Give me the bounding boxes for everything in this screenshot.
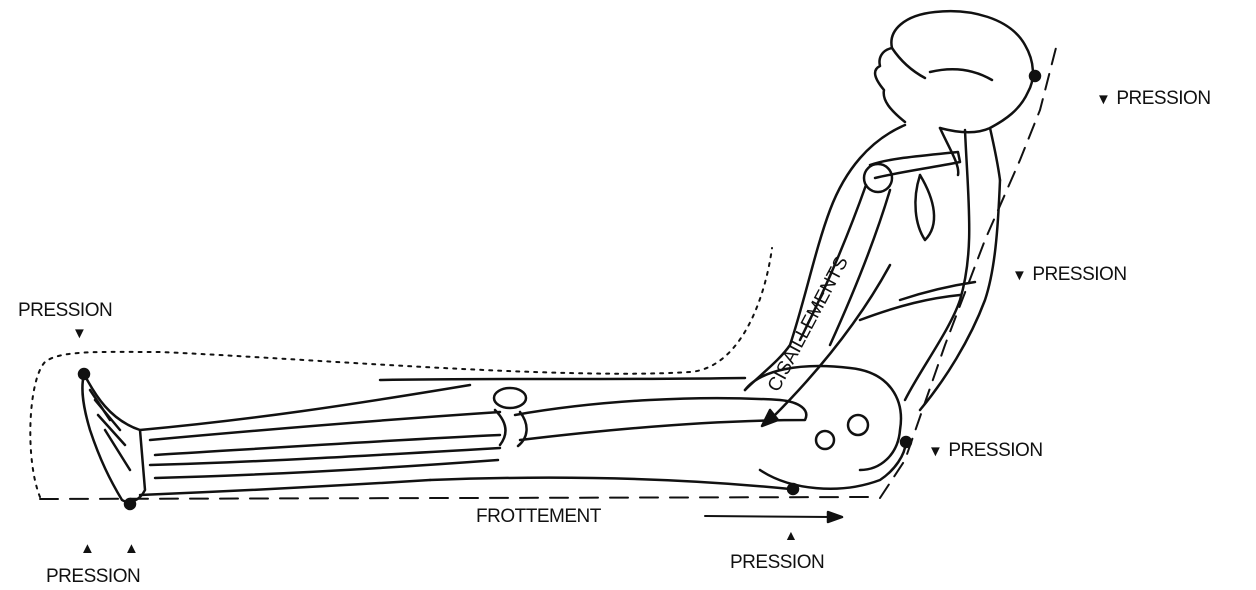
down-arrow-icon: ▼ — [928, 443, 942, 460]
pression-label-toes: PRESSION — [18, 300, 112, 322]
pression-label-back: ▼PRESSION — [1012, 264, 1127, 286]
heel-pressure-dot — [125, 499, 135, 509]
shear-arrow-head — [762, 410, 778, 426]
head-outline — [875, 11, 1033, 132]
femur — [515, 398, 806, 440]
friction-arrow-head — [828, 512, 842, 522]
pression-label-heels: PRESSION — [46, 566, 140, 588]
pelvis-bone — [816, 431, 834, 449]
scapula — [915, 175, 934, 240]
down-arrow-icon: ▼ — [1012, 267, 1026, 284]
down-arrow-icon: ▼ — [1096, 91, 1110, 108]
tibia — [150, 412, 500, 455]
down-arrow-icon: ▼ — [72, 325, 86, 342]
up-arrow-icon: ▲ — [124, 540, 138, 557]
foot-bones — [90, 390, 130, 470]
face-detail — [892, 48, 992, 80]
up-arrow-icon: ▲ — [80, 540, 94, 557]
friction-arrow-line — [705, 516, 832, 517]
up-arrow-icon: ▲ — [784, 527, 797, 543]
hip-joint — [848, 415, 868, 435]
pression-label-sacrum: ▼PRESSION — [928, 440, 1043, 462]
pression-label-buttock: PRESSION — [730, 552, 824, 574]
knee-joint — [495, 410, 527, 446]
kneecap — [494, 388, 526, 408]
buttock-outline — [760, 442, 906, 489]
head-pressure-dot — [1030, 71, 1040, 81]
toe-pressure-dot — [79, 369, 89, 379]
base-line — [40, 497, 870, 499]
pression-label-head: ▼PRESSION — [1096, 88, 1211, 110]
frottement-label: FROTTEMENT — [476, 506, 601, 528]
